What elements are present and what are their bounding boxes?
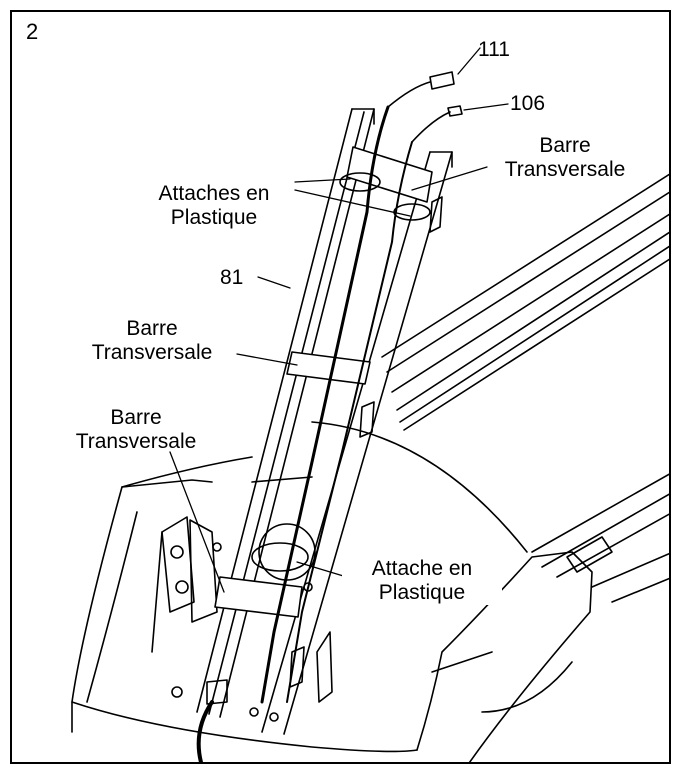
callout-line: Transversale <box>75 430 197 453</box>
callout-line: Barre <box>110 406 162 429</box>
callout-line: Transversale <box>504 158 626 181</box>
callout-line: Barre <box>126 317 178 340</box>
leader-lines <box>169 47 509 593</box>
left-upright <box>196 108 375 718</box>
wire-106-connector <box>411 105 463 143</box>
callout-line: Plastique <box>170 206 258 229</box>
callout-line: Attache en <box>371 557 473 580</box>
callout-line: Transversale <box>91 341 213 364</box>
callout-barre-transversale-middle: Barre Transversale <box>72 317 232 365</box>
right-rails <box>381 173 669 431</box>
motor-components <box>161 516 333 722</box>
callout-attaches-en-plastique: Attaches en Plastique <box>134 182 294 230</box>
callout-111: 111 <box>478 38 510 61</box>
cable <box>260 105 413 704</box>
power-cord <box>171 679 228 762</box>
diagram-frame: 2 111 106 Barre Transversale Attaches en… <box>10 10 671 764</box>
callout-106: 106 <box>510 92 546 115</box>
right-upright <box>261 151 453 735</box>
callout-81: 81 <box>220 266 244 289</box>
deck-side-rail <box>531 473 669 603</box>
step-number: 2 <box>26 19 39 44</box>
treadmill-illustration <box>71 47 669 762</box>
motor-hood <box>71 421 593 762</box>
callout-line: Barre <box>539 134 591 157</box>
callout-line: Plastique <box>378 581 466 604</box>
callout-line: Attaches en <box>158 182 270 205</box>
callout-barre-transversale-top: Barre Transversale <box>485 134 645 182</box>
wire-111-connector <box>387 71 455 108</box>
callout-barre-transversale-lower: Barre Transversale <box>56 406 216 454</box>
callout-attache-en-plastique: Attache en Plastique <box>342 557 502 605</box>
